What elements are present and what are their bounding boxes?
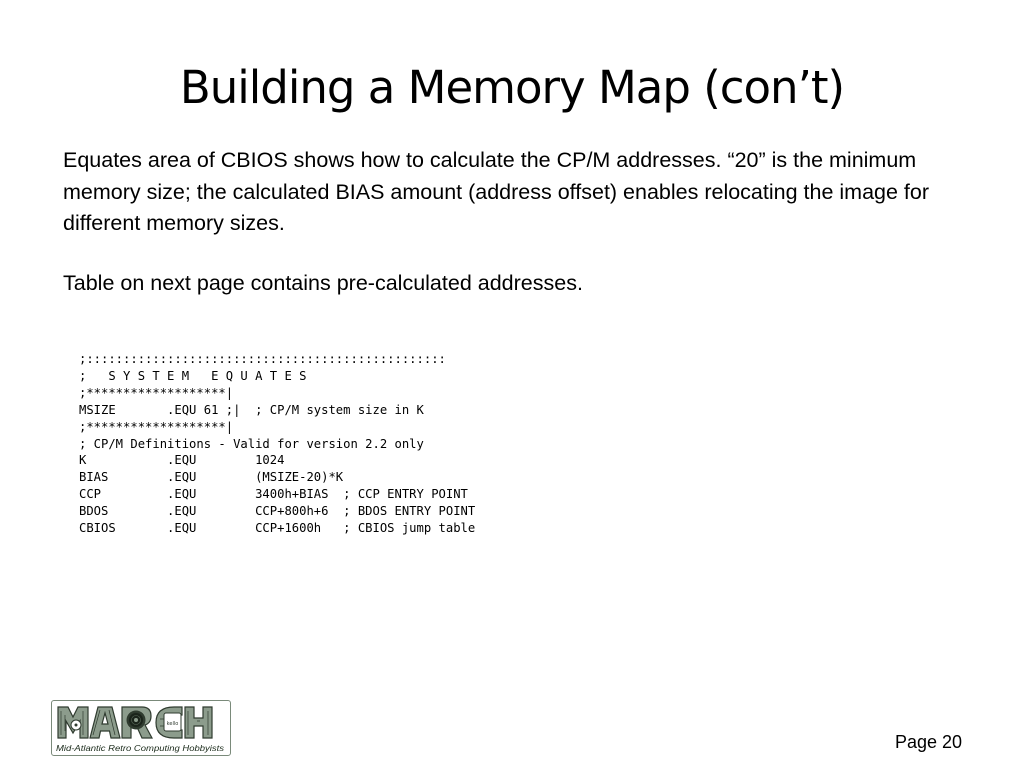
march-logo: kello Mid-Atlantic Retro Computing Hobby… [51,700,231,756]
march-logo-graphic: kello Mid-Atlantic Retro Computing Hobby… [56,706,224,753]
slide-title: Building a Memory Map (con’t) [179,61,845,114]
system-equates-code: ;:::::::::::::::::::::::::::::::::::::::… [79,351,475,537]
chip-badge-icon: kello [163,712,182,732]
code-line: ; S Y S T E M E Q U A T E S [79,368,307,383]
code-line: K .EQU 1024 [79,453,285,468]
code-line: MSIZE .EQU 61 ;| ; CP/M system size in K [79,402,424,417]
code-line: ; CP/M Definitions - Valid for version 2… [79,436,424,451]
logo-tagline: Mid-Atlantic Retro Computing Hobbyists [56,744,224,753]
circuit-traces [60,709,209,736]
code-line: BDOS .EQU CCP+800h+6 ; BDOS ENTRY POINT [79,504,476,519]
intro-paragraph: Equates area of CBIOS shows how to calcu… [63,148,930,235]
code-line: CBIOS .EQU CCP+1600h ; CBIOS jump table [79,521,476,536]
code-line: CCP .EQU 3400h+BIAS ; CCP ENTRY POINT [79,487,468,502]
code-line: ;:::::::::::::::::::::::::::::::::::::::… [79,352,446,366]
chip-label: kello [167,721,179,727]
next-page-note: Table on next page contains pre-calculat… [63,271,583,295]
code-line: ;*******************| [79,385,234,400]
code-line: BIAS .EQU (MSIZE-20)*K [79,470,344,485]
code-line: ;*******************| [79,419,234,434]
tape-reel-icon [70,710,146,731]
page-number: Page 20 [894,732,962,752]
